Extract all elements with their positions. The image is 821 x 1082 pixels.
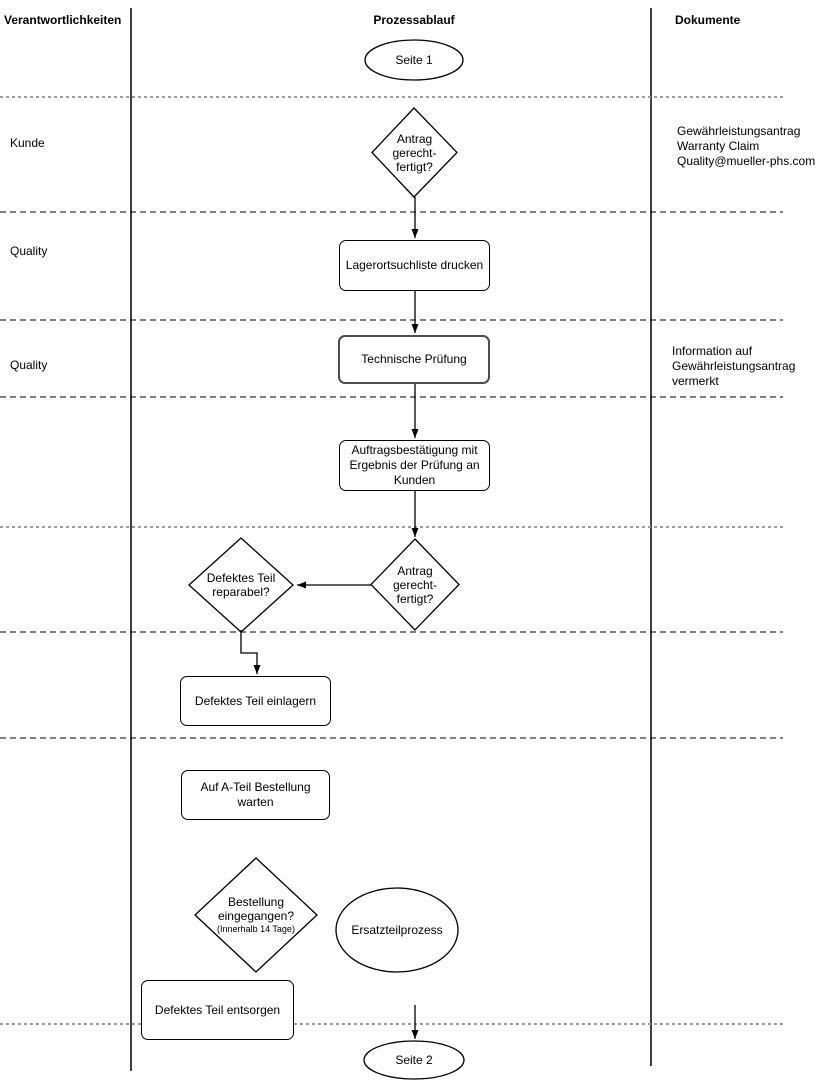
- role-label-quality-1: Quality: [10, 244, 48, 258]
- process-box-tech-check: Technische Prüfung: [338, 335, 490, 384]
- decision-claim-2-label: Antrag gerecht- fertigt?: [392, 563, 438, 606]
- lane-header-responsibilities: Verantwortlichkeiten: [4, 13, 122, 27]
- start-terminator-label: Seite 1: [395, 53, 433, 67]
- document-note-warranty: Gewährleistungsantrag Warranty Claim Qua…: [677, 124, 816, 168]
- decision-claim-1-shape: [371, 107, 458, 198]
- document-note-info: Information auf Gewährleistungsantrag ve…: [672, 344, 796, 388]
- spare-process-shape: [335, 887, 459, 973]
- decision-claim-2-shape: [370, 538, 460, 631]
- process-box-wait-order: Auf A-Teil Bestellung warten: [181, 770, 330, 820]
- decision-claim-1-label: Antrag gerecht- fertigt?: [392, 131, 437, 174]
- arrow-repairable-to-store: [240, 630, 261, 674]
- decision-order-question: Bestellung eingegangen?: [217, 895, 295, 923]
- process-box-dispose-part: Defektes Teil entsorgen: [141, 980, 294, 1040]
- decision-order-note: (Innerhalb 14 Tage): [217, 924, 295, 934]
- process-box-order-confirm: Auftragsbestätigung mit Ergebnis der Prü…: [339, 440, 490, 491]
- role-label-kunde: Kunde: [10, 136, 45, 150]
- end-terminator-label: Seite 2: [395, 1053, 433, 1067]
- lane-header-process: Prozessablauf: [373, 13, 455, 27]
- decision-order-label: Bestellung eingegangen? (Innerhalb 14 Ta…: [195, 858, 317, 972]
- process-box-print-list: Lagerortsuchliste drucken: [339, 240, 490, 291]
- spare-process-label: Ersatzteilprozess: [351, 923, 443, 937]
- role-label-quality-2: Quality: [10, 358, 48, 372]
- start-terminator-shape: [364, 39, 464, 81]
- process-box-store-part: Defektes Teil einlagern: [180, 676, 331, 726]
- decision-order-shape: [194, 857, 318, 973]
- lane-header-documents: Dokumente: [675, 13, 741, 27]
- decision-repairable-label: Defektes Teil reparabel?: [206, 571, 276, 599]
- end-terminator-shape: [363, 1040, 465, 1080]
